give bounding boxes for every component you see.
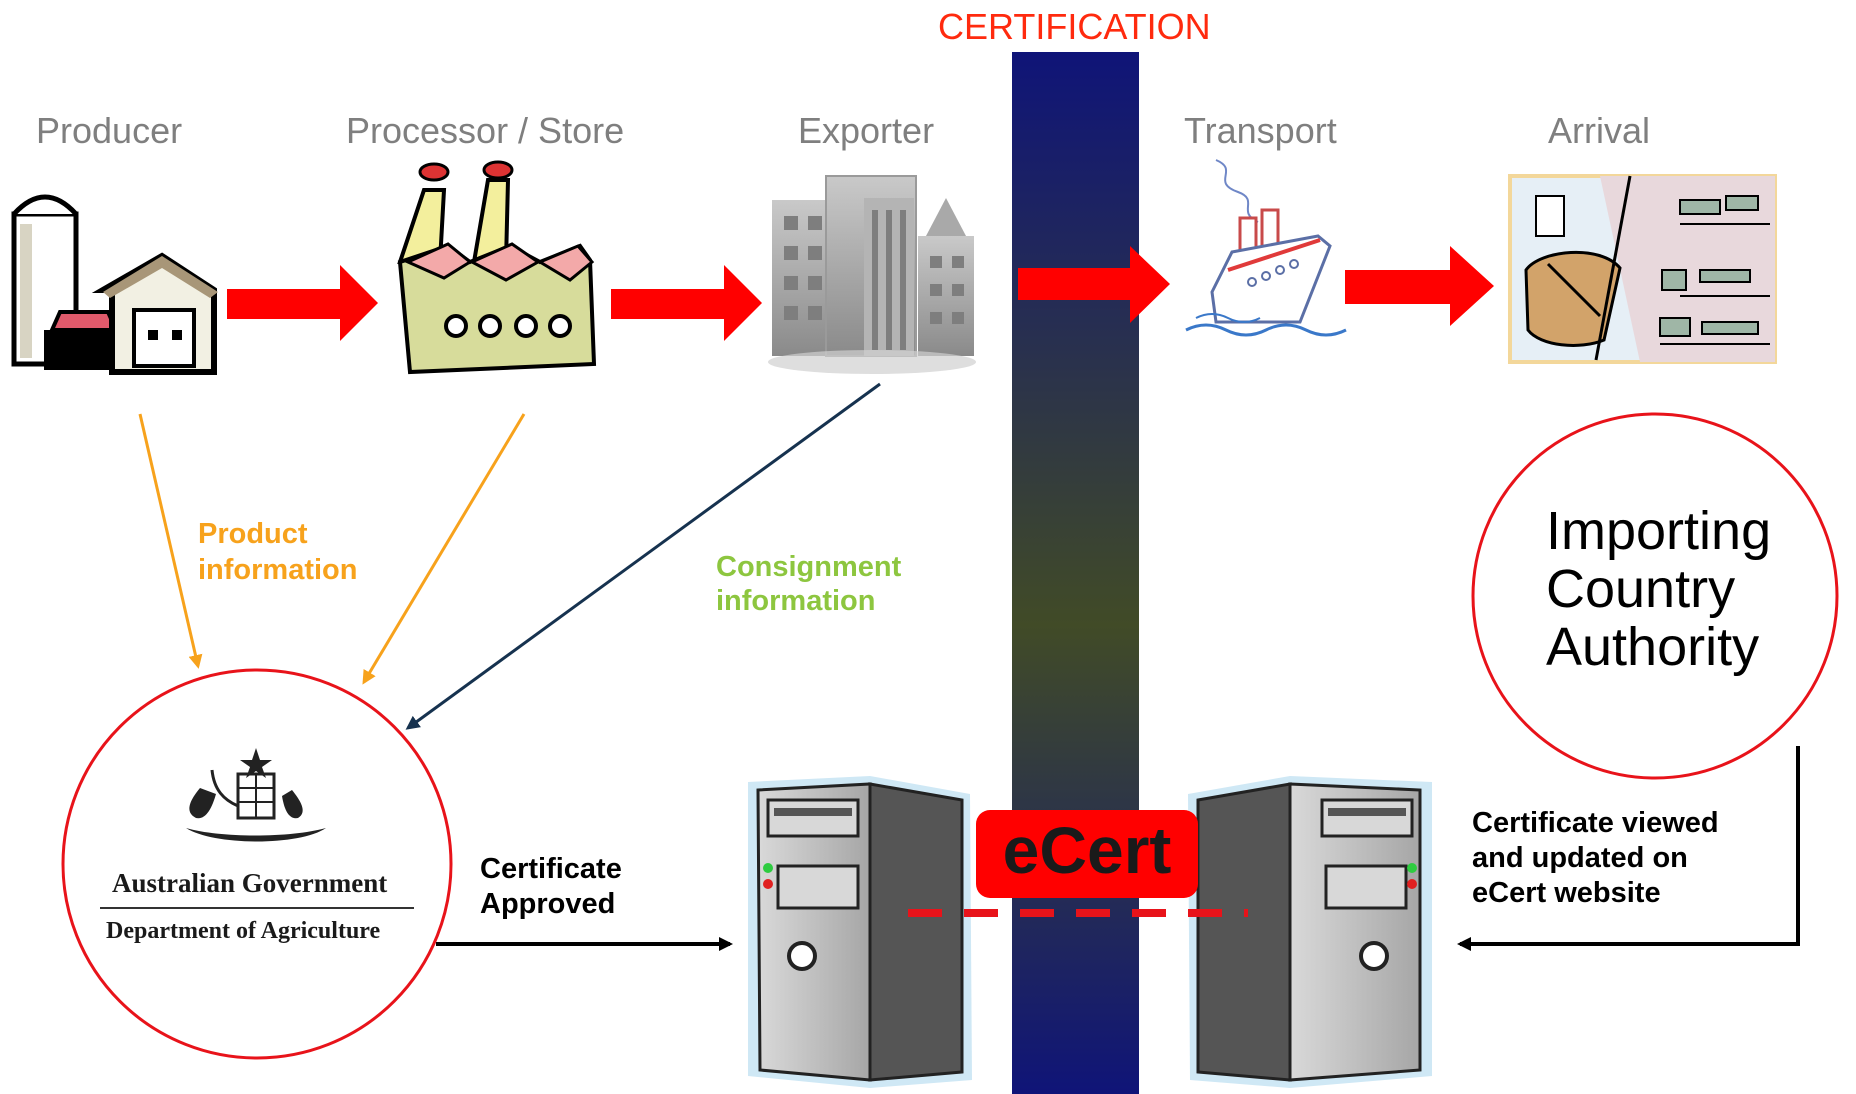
exporter-info-arrow — [405, 382, 881, 730]
stage-label-processor: Processor / Store — [346, 110, 625, 151]
product-information-label: Product information — [198, 518, 358, 586]
flow-arrow-transport-arrival — [1345, 246, 1494, 326]
producer-info-arrow — [138, 413, 203, 669]
stage-label-transport: Transport — [1184, 110, 1337, 151]
certification-title: CERTIFICATION — [938, 6, 1211, 47]
certification-band — [1012, 52, 1139, 1094]
factory-icon — [397, 160, 597, 375]
silo-barn-icon — [11, 194, 218, 375]
processor-info-arrow — [362, 413, 526, 685]
government-crest-icon — [186, 748, 326, 842]
flow-arrow-producer-processor — [227, 265, 378, 341]
ship-icon — [1185, 159, 1347, 337]
stage-label-exporter: Exporter — [798, 110, 935, 151]
server-tower-icon — [748, 776, 972, 1088]
stage-label-producer: Producer — [36, 110, 183, 151]
certificate-approved-label: Certificate Approved — [480, 853, 622, 920]
ecert-label: eCert — [1002, 813, 1172, 887]
office-building-icon — [768, 175, 976, 374]
government-name: Australian Government — [112, 868, 388, 898]
importing-authority-label: Importing Country Authority — [1546, 501, 1772, 677]
importing-authority-circle — [1471, 412, 1839, 780]
stage-label-arrival: Arrival — [1548, 110, 1651, 151]
port-icon — [1508, 174, 1777, 364]
consignment-information-label: Consignment information — [716, 551, 902, 617]
certificate-viewed-label: Certificate viewed and updated on eCert … — [1472, 807, 1719, 909]
importing-authority-arrow — [1457, 746, 1800, 951]
department-name: Department of Agriculture — [106, 918, 381, 944]
government-circle — [61, 668, 453, 1060]
flow-arrow-exporter-transport — [1018, 246, 1170, 323]
flow-arrow-processor-exporter — [611, 265, 762, 341]
ecert-label-box — [976, 810, 1198, 898]
server-tower-icon — [1188, 776, 1432, 1088]
